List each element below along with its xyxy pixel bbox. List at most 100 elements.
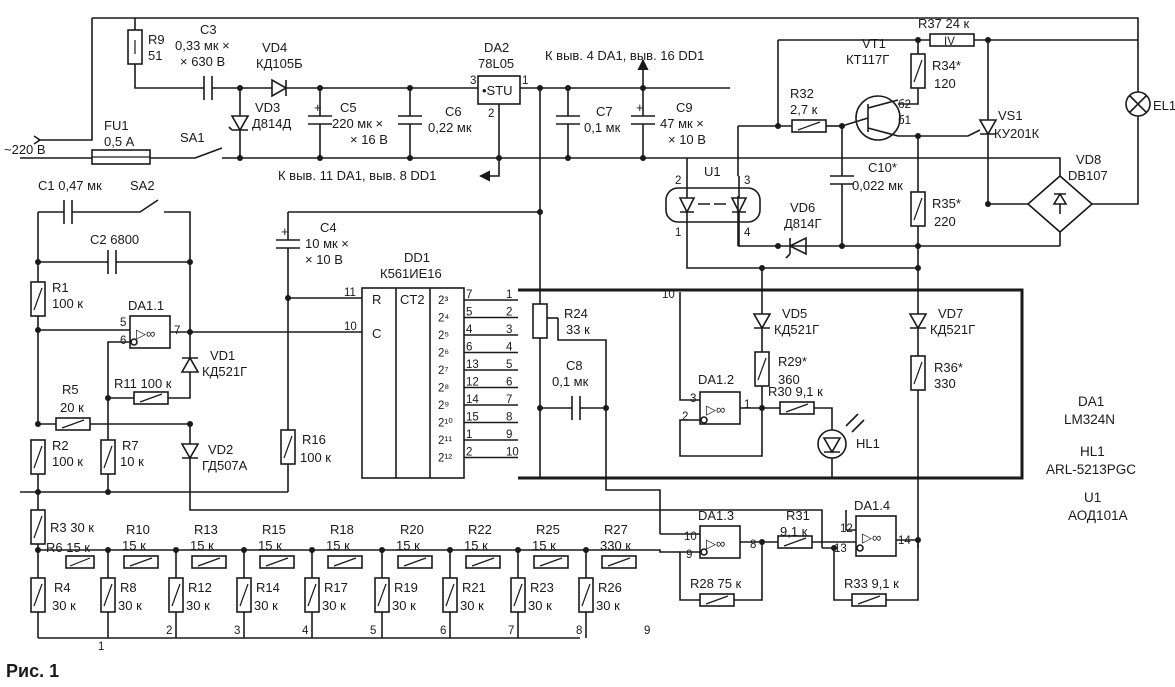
da14-pin-13: 13 [834, 543, 847, 555]
r37-mark: IV [944, 36, 955, 48]
dd1-output-label: 2¹² [438, 453, 452, 465]
dd1-pin-11: 11 [344, 287, 356, 299]
da12-label: DA1.2 [698, 372, 734, 387]
r35-value: 220 [934, 214, 956, 229]
dd1-right-number: 8 [506, 412, 512, 424]
da2-value: 78L05 [478, 56, 514, 71]
c2-label: C2 6800 [90, 232, 139, 247]
u1-optocoupler: U1 2 3 1 4 [665, 158, 919, 269]
r2-value: 100 к [52, 454, 83, 469]
da12-pin-3: 3 [690, 393, 696, 405]
dd1-output-label: 2⁵ [438, 330, 449, 342]
r16-value: 100 к [300, 450, 331, 465]
r19-label: R19 [394, 580, 418, 595]
r13-value: 15 к [190, 538, 214, 553]
r22-label: R22 [468, 522, 492, 537]
da13-pin-9: 9 [686, 549, 692, 561]
r9-value: 51 [148, 48, 162, 63]
r9-label: R9 [148, 32, 165, 47]
r15-value: 15 к [258, 538, 282, 553]
ladder-node: 2 [166, 625, 172, 637]
r32-label: R32 [790, 86, 814, 101]
figure-caption: Рис. 1 [6, 661, 59, 681]
r18-value: 15 к [326, 538, 350, 553]
c10-label: C10* [868, 160, 897, 175]
vt1-value: КТ117Г [846, 52, 889, 67]
r17-value: 30 к [322, 598, 346, 613]
dd1-ct2: CT2 [400, 292, 425, 307]
vd8-value: DB107 [1068, 168, 1108, 183]
ladder-node: 7 [508, 625, 514, 637]
c9-value-2: × 10 В [668, 132, 706, 147]
dd1-pin-number: 13 [466, 359, 479, 371]
r17-label: R17 [324, 580, 348, 595]
r14-value: 30 к [254, 598, 278, 613]
r14-label: R14 [256, 580, 280, 595]
u1-pin-3: 3 [744, 175, 750, 187]
vt1-b2: б2 [898, 99, 911, 111]
da13-symbol: ▷∞ [706, 536, 725, 551]
load-section: IV R37 24 к EL1 R34* 120 VT1 КТ117Г б2 б… [737, 16, 1175, 259]
c5-value-2: × 16 В [350, 132, 388, 147]
dd1-output-label: 2¹⁰ [438, 418, 453, 430]
c10-value: 0,022 мк [852, 178, 903, 193]
r1-label: R1 [52, 280, 69, 295]
c4-plus: + [281, 224, 289, 239]
vd7-value: КД521Г [930, 322, 975, 337]
dd1-pin-number: 12 [466, 377, 479, 389]
r10-label: R10 [126, 522, 150, 537]
ladder-node: 3 [234, 625, 240, 637]
vs1-label: VS1 [998, 108, 1023, 123]
vd4-value: КД105Б [256, 56, 303, 71]
input-section: C1 0,47 мк SA2 C2 6800 R1 100 к ▷∞ DA1.1… [20, 178, 823, 548]
dd1-right-number: 5 [506, 359, 512, 371]
r34-value: 120 [934, 76, 956, 91]
u1-pin-4: 4 [744, 227, 751, 239]
dd1-pin-number: 1 [466, 429, 472, 441]
dd1-label: DD1 [404, 250, 430, 265]
r23-value: 30 к [528, 598, 552, 613]
r31-value: 9,1 к [780, 524, 808, 539]
legend-u1-value: АОД101А [1068, 508, 1128, 523]
da13-pin-10: 10 [684, 531, 697, 543]
legend-hl1-value: ARL-5213PGC [1046, 462, 1136, 477]
r26-value: 30 к [596, 598, 620, 613]
c5-label: C5 [340, 100, 357, 115]
da13-pin-8: 8 [750, 539, 756, 551]
legend-da1: DA1 [1078, 394, 1104, 409]
dd1-pin-10: 10 [344, 321, 357, 333]
r36-label: R36* [934, 360, 963, 375]
da11-pin-7: 7 [174, 325, 180, 337]
comparator-section: ▷∞ DA1.3 10 9 8 R28 75 к R31 9,1 к ▷∞ DA… [660, 498, 921, 607]
r12-value: 30 к [186, 598, 210, 613]
r13-label: R13 [194, 522, 218, 537]
c5-value-1: 220 мк × [332, 116, 383, 131]
r33-label: R33 9,1 к [844, 576, 899, 591]
indicator-section: R24 33 к C8 0,1 мк 10 ▷∞ DA1.2 3 2 1 R30… [518, 212, 1024, 548]
r2-label: R2 [52, 438, 69, 453]
ladder-node: 6 [440, 625, 446, 637]
vd3-label: VD3 [255, 100, 280, 115]
da12-pin-10-ref: 10 [662, 289, 675, 301]
dd1-pin-number: 15 [466, 412, 479, 424]
r32-value: 2,7 к [790, 102, 818, 117]
r8-label: R8 [120, 580, 137, 595]
c9-plus: + [636, 100, 644, 115]
r35-label: R35* [932, 196, 961, 211]
vd3-value: Д814Д [252, 116, 291, 131]
vd6-value: Д814Г [784, 216, 822, 231]
r1-value: 100 к [52, 296, 83, 311]
r23-label: R23 [530, 580, 554, 595]
u1-pin-1: 1 [675, 227, 681, 239]
dd1-output-label: 2¹¹ [438, 435, 452, 447]
c8-value: 0,1 мк [552, 374, 589, 389]
c4-value-1: 10 мк × [305, 236, 349, 251]
dd1-counter: + C4 10 мк × × 10 В R16 100 к DD1 К561ИЕ… [276, 88, 543, 492]
r4-label: R4 [54, 580, 71, 595]
r24-label: R24 [564, 306, 588, 321]
top-note: К выв. 4 DA1, выв. 16 DD1 [545, 48, 704, 63]
dd1-output-label: 2⁸ [438, 383, 449, 395]
legend-da1-value: LM324N [1064, 412, 1115, 427]
